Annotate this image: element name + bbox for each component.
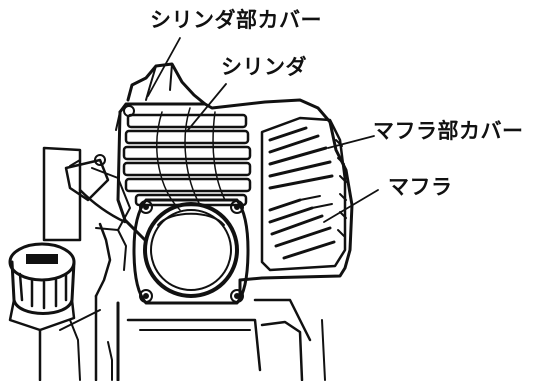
label-cylinder-cover: シリンダ部カバー [150,8,322,32]
cylinder-fins [122,113,252,207]
muffler-cover [260,116,347,272]
leader-muffler-cover [327,135,375,149]
label-muffler: マフラ [388,175,453,199]
round-flange [132,198,250,305]
carburetor-parts [42,146,131,298]
leader-muffler [323,189,379,223]
leader-lines [147,37,379,223]
label-cylinder: シリンダ [221,55,307,79]
fuel-cap [8,242,76,332]
leader-cylinder-cover [147,37,181,97]
cylinder-cover-top [126,62,207,106]
label-muffler-cover: マフラ部カバー [373,119,524,143]
cylinder-body [156,107,226,211]
leader-cylinder [187,83,227,131]
lower-housing [38,294,326,382]
